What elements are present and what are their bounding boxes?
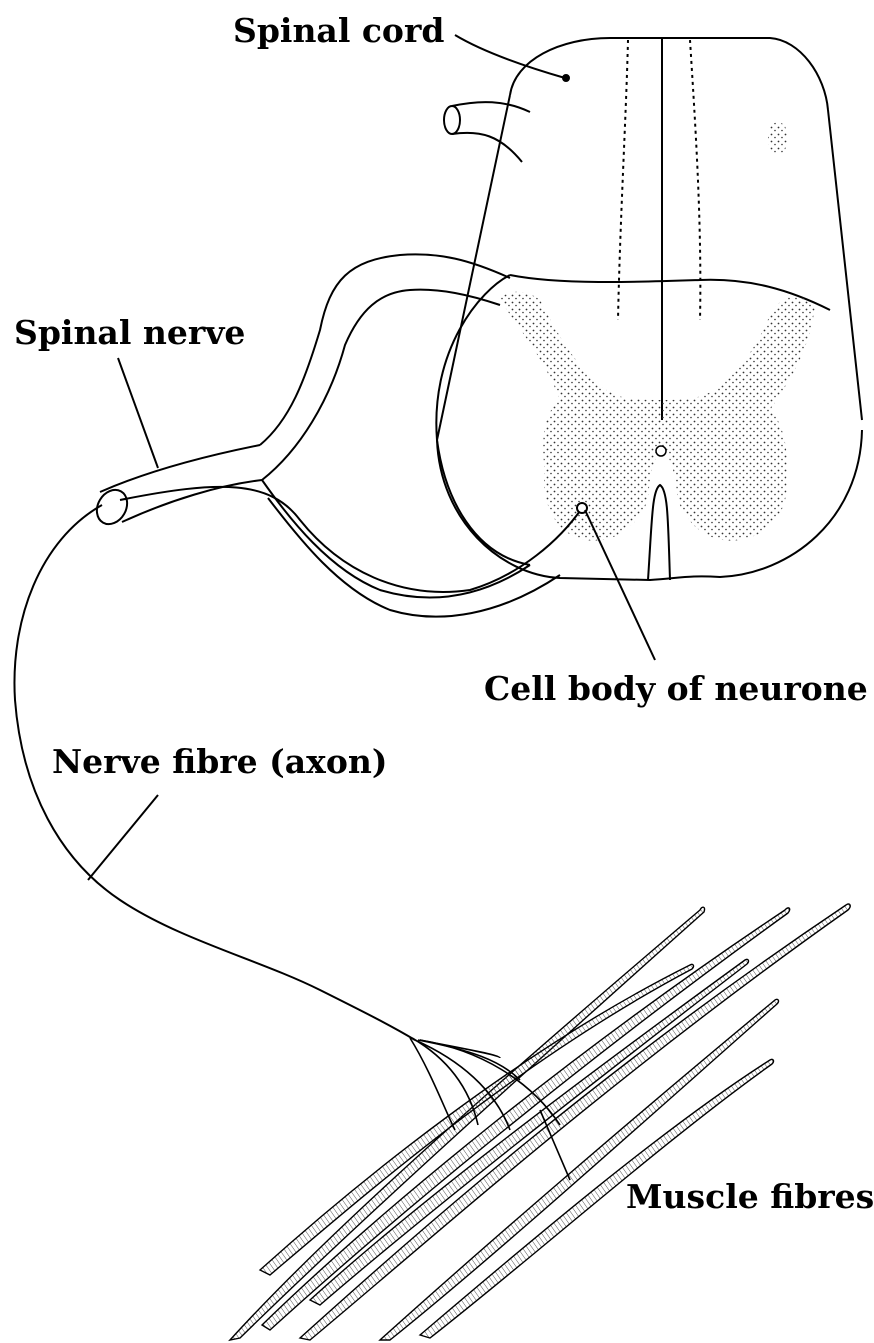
muscle-fibres	[230, 904, 850, 1340]
spinal-nerve	[91, 254, 560, 616]
dorsal-root-stub	[444, 102, 530, 162]
label-spinal-cord: Spinal cord	[233, 14, 444, 47]
label-cell-body: Cell body of neurone	[484, 672, 868, 705]
central-canal	[656, 446, 666, 456]
leader-nerve-fibre	[88, 795, 158, 880]
white-matter-spot	[768, 122, 788, 154]
leader-spinal-cord	[455, 35, 565, 78]
grey-matter	[500, 292, 815, 541]
leader-spinal-nerve	[118, 358, 158, 468]
label-nerve-fibre: Nerve fibre (axon)	[52, 745, 387, 778]
label-muscle-fibres: Muscle fibres	[626, 1180, 874, 1213]
label-spinal-nerve: Spinal nerve	[14, 316, 245, 349]
